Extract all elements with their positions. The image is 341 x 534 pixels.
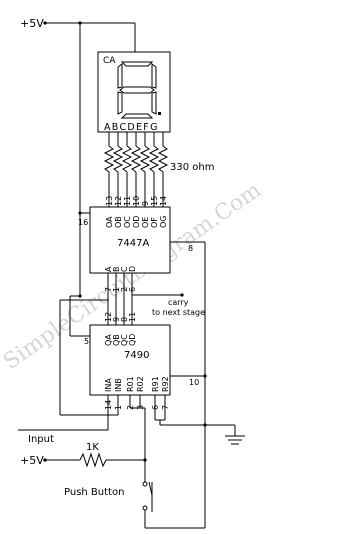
push-button-label: Push Button <box>64 487 124 498</box>
decoder-output-pin: 15 <box>150 196 159 206</box>
decoder-output-pin: 14 <box>159 196 168 206</box>
resistor-array-label: 330 ohm <box>170 162 214 173</box>
counter-output-name: QD <box>128 334 137 346</box>
counter-7490: 12QA9QB8QC11QDINA14INB1R012R023R916R927 … <box>84 312 199 410</box>
input-label: Input <box>28 434 54 445</box>
decoder-output-name: OB <box>114 216 123 228</box>
counter-output-pin: 12 <box>104 312 113 322</box>
decoder-input-pin: 7 <box>104 287 113 292</box>
decoder-input-name: A <box>104 266 113 272</box>
decoder-output-name: OE <box>141 217 150 228</box>
decoder-output-name: OF <box>150 217 159 228</box>
decoder-input-pin: 2 <box>120 287 129 292</box>
counter-input-name: R01 <box>126 376 135 392</box>
supply-bottom-label: +5V <box>20 454 44 467</box>
carry-label-2: to next stage <box>152 308 205 317</box>
decoder-output-pin: 9 <box>141 201 150 206</box>
supply-top-wires <box>43 21 136 213</box>
counter-input-name: R02 <box>136 376 145 392</box>
decoder-output-name: OG <box>159 216 168 229</box>
counter-name: 7490 <box>124 350 149 361</box>
counter-input-name: INA <box>104 378 113 392</box>
decoder-vcc-pin: 16 <box>78 218 88 227</box>
seven-segment-display: CA ABCDEFG <box>97 51 171 133</box>
decoder-output-name: OC <box>123 216 132 228</box>
counter-vcc-pin: 5 <box>84 337 89 346</box>
counter-input-name: R92 <box>161 376 170 392</box>
decoder-output-pin: 11 <box>123 196 132 206</box>
display-type-label: CA <box>103 56 116 66</box>
decoder-output-pin: 10 <box>132 196 141 206</box>
decoder-input-name: B <box>112 267 121 273</box>
counter-output-pin: 8 <box>120 317 129 322</box>
counter-input-name: R91 <box>151 376 160 392</box>
decoder-input-name: D <box>128 266 137 272</box>
ground-symbol <box>225 425 245 445</box>
pullup-resistor-label: 1K <box>86 442 99 453</box>
carry-label: carry <box>168 298 189 307</box>
decoder-output-name: OA <box>105 216 114 228</box>
counter-output-pin: 11 <box>128 312 137 322</box>
counter-gnd-pin: 10 <box>189 378 199 387</box>
counter-output-name: QB <box>112 334 121 346</box>
decoder-output-name: OD <box>132 216 141 228</box>
supply-top-label: +5V <box>20 17 44 30</box>
decoder-output-pin: 12 <box>114 196 123 206</box>
decoder-name: 7447A <box>117 238 149 249</box>
decoder-output-pin: 13 <box>105 196 114 206</box>
counter-output-pin: 9 <box>112 317 121 322</box>
pullup-resistor <box>79 452 107 468</box>
counter-output-name: QC <box>120 334 129 346</box>
decoder-gnd-pin: 8 <box>188 244 193 253</box>
decoder-input-pin: 6 <box>128 287 137 292</box>
decoder-input-pin: 1 <box>112 287 121 292</box>
counter-input-name: INB <box>114 378 123 392</box>
resistor-array <box>103 132 169 207</box>
decoder-input-name: C <box>120 266 129 272</box>
push-button <box>142 425 206 529</box>
counter-output-name: QA <box>104 334 113 346</box>
display-segment-pins: ABCDEFG <box>104 122 159 133</box>
